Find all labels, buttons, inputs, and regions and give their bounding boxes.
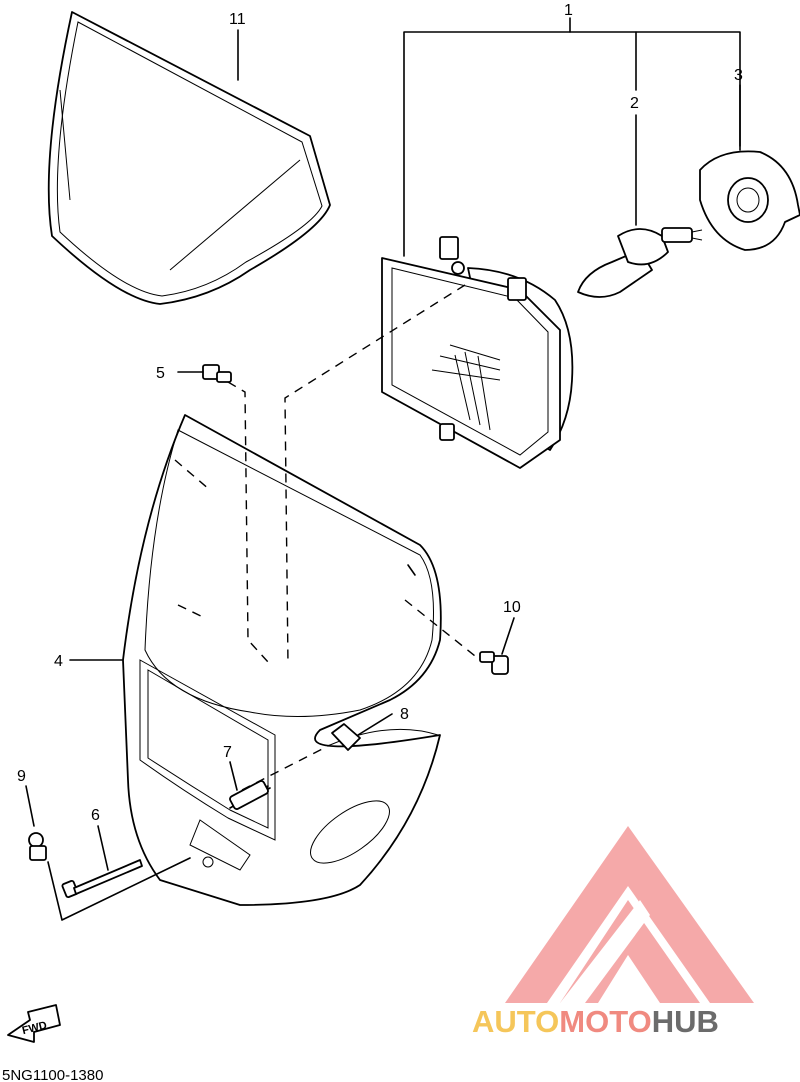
- diagram-code: 5NG1100-1380: [2, 1067, 103, 1082]
- svg-text:AUTOMOTOHUB: AUTOMOTOHUB: [472, 1004, 719, 1039]
- bolt-part-5: [202, 364, 232, 383]
- watermark-moto: MOTO: [559, 1004, 651, 1039]
- callout-4: 4: [54, 653, 63, 670]
- forward-arrow-icon: FWD: [7, 1004, 61, 1043]
- windscreen-part-11: [47, 11, 331, 305]
- callout-10: 10: [503, 599, 521, 616]
- callout-9: 9: [17, 768, 26, 785]
- watermark-triangle-icon: [505, 826, 754, 1003]
- callout-7: 7: [223, 744, 232, 761]
- callout-8: 8: [400, 706, 409, 723]
- watermark-hub: HUB: [652, 1004, 719, 1039]
- nut-part-8: [331, 723, 361, 751]
- direction-label: FWD: [21, 1019, 48, 1037]
- callout-6: 6: [91, 807, 100, 824]
- callout-5: 5: [156, 365, 165, 382]
- assembly-lines: [47, 284, 481, 921]
- callout-1: 1: [564, 2, 573, 19]
- automotohub-logo: AUTOMOTOHUB: [472, 826, 754, 1039]
- headlight-cowl-part-4: [122, 414, 442, 906]
- spring-part-7: [229, 780, 271, 810]
- callout-labels: 1 2 3 4 5 6 7 8 9 10 11: [17, 2, 743, 824]
- socket-cover-part-3: [699, 150, 800, 251]
- bolt-part-10: [479, 651, 509, 675]
- watermark-auto: AUTO: [472, 1004, 559, 1039]
- bulb-part-2: [577, 227, 703, 298]
- screw-part-9: [28, 832, 47, 861]
- callout-2: 2: [630, 95, 639, 112]
- callout-11: 11: [229, 11, 246, 28]
- screw-part-6: [61, 859, 143, 899]
- headlight-unit-part-1: [381, 236, 574, 469]
- callout-3: 3: [734, 67, 743, 84]
- leader-lines: [25, 17, 741, 871]
